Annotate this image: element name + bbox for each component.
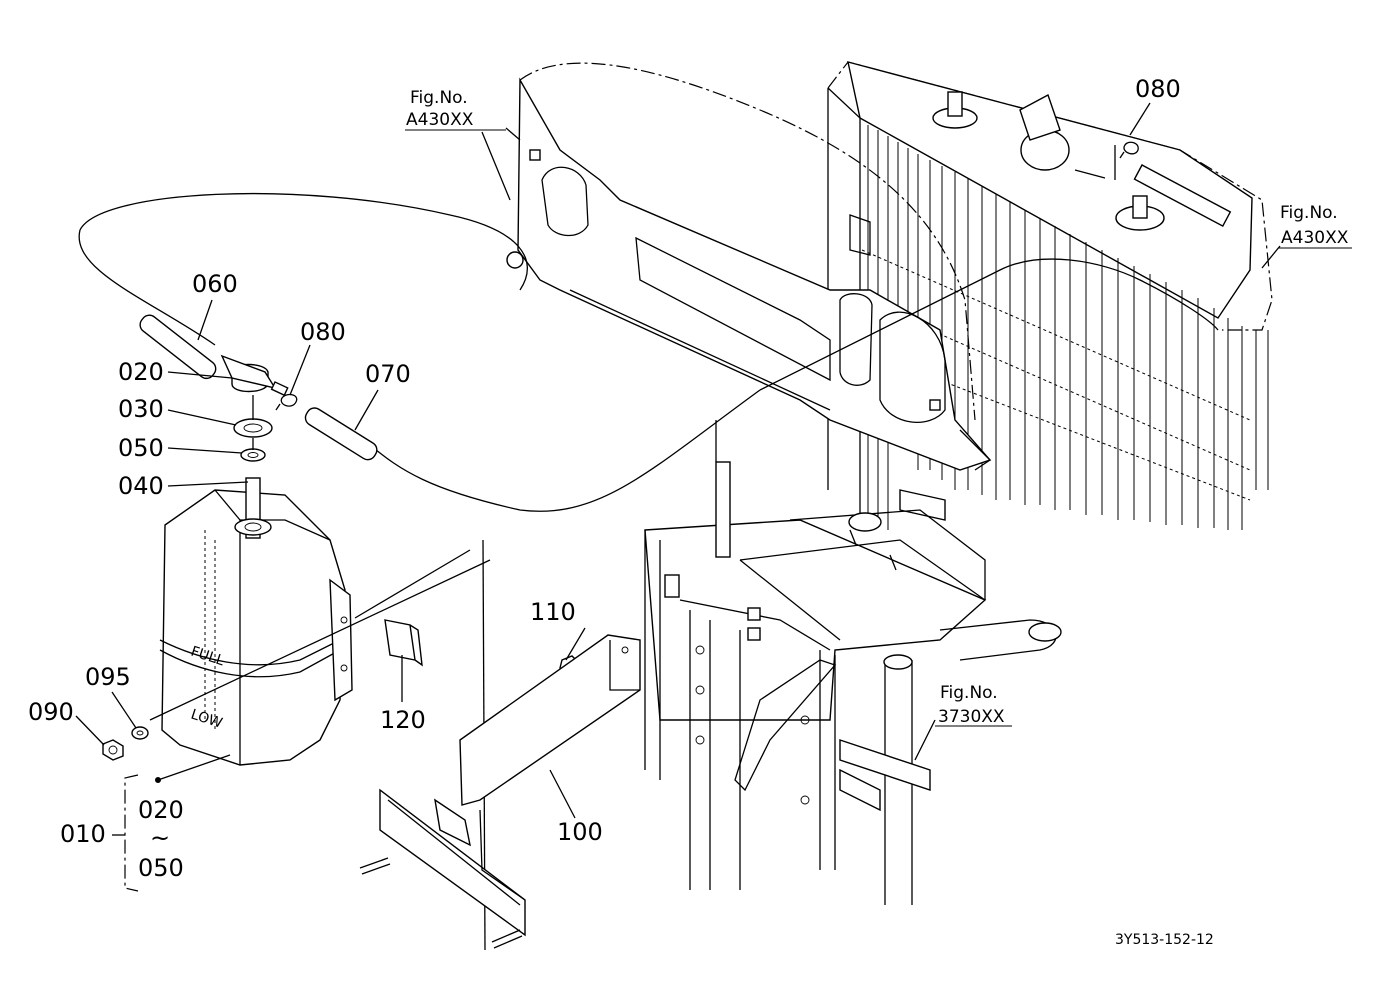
- fig-ref-2-line1: Fig.No.: [1280, 203, 1338, 223]
- label-050-kit: 050: [138, 854, 184, 882]
- stud-left: [359, 857, 391, 875]
- label-100: 100: [557, 818, 603, 846]
- figure-references: Fig.No. A430XX Fig.No. A430XX Fig.No. 37…: [405, 88, 1352, 727]
- leader-lines: [75, 102, 1281, 892]
- label-060: 060: [192, 270, 238, 298]
- fan-shroud-panel: [506, 62, 992, 521]
- label-110: 110: [530, 598, 576, 626]
- label-050: 050: [118, 434, 164, 462]
- washer-095: [131, 726, 149, 740]
- label-120: 120: [380, 706, 426, 734]
- overflow-hose-return: [369, 389, 761, 512]
- tank-cap-assembly: [220, 354, 289, 462]
- label-020-kit: 020: [138, 796, 184, 824]
- callout-labels: 080 060 080 070 020 030 050 040 095 090 …: [28, 75, 1181, 882]
- frame-support: [644, 509, 1062, 905]
- reserve-tank: FULL LOW: [159, 477, 353, 766]
- drawing-code: 3Y513-152-12: [1115, 932, 1214, 948]
- label-kit-tilde: ~: [150, 824, 170, 852]
- radiator-overflow-hose: [1133, 164, 1232, 228]
- nut-090: [102, 739, 124, 761]
- fig-ref-1-line1: Fig.No.: [410, 88, 468, 108]
- label-095: 095: [85, 663, 131, 691]
- fig-ref-3-line1: Fig.No.: [940, 683, 998, 703]
- label-020: 020: [118, 358, 164, 386]
- pad-120: [384, 619, 423, 667]
- fig-ref-2-line2: A430XX: [1281, 228, 1349, 248]
- radiator: [827, 61, 1273, 530]
- label-010: 010: [60, 820, 106, 848]
- fig-ref-1-line2: A430XX: [406, 110, 474, 130]
- label-080-top: 080: [1135, 75, 1181, 103]
- label-030: 030: [118, 395, 164, 423]
- label-070: 070: [365, 360, 411, 388]
- overflow-hose-line: [78, 192, 528, 346]
- overflow-pipe: [715, 461, 731, 558]
- stud-right: [491, 929, 523, 949]
- radiator-filler-neck: [932, 91, 1165, 231]
- hose-060: [139, 314, 217, 380]
- label-080-mid: 080: [300, 318, 346, 346]
- hose-clip-080-top: [1119, 141, 1139, 159]
- hose-clip-080-mid: [275, 393, 298, 411]
- fig-ref-3-line2: 3730XX: [938, 707, 1005, 727]
- label-040: 040: [118, 472, 164, 500]
- tank-bracket: [379, 634, 641, 937]
- hose-070: [304, 407, 378, 461]
- label-090: 090: [28, 698, 74, 726]
